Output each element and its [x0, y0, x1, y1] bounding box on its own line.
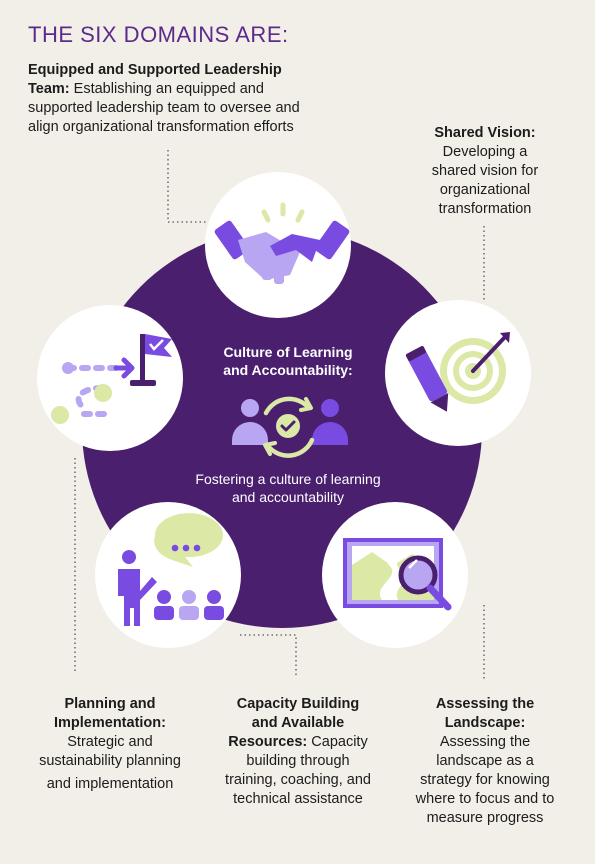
capacity-text: Capacity Building and Available Resource… — [200, 695, 396, 809]
leadership-body-line3: align organizational transformation effo… — [28, 119, 294, 135]
leadership-body-line2: supported leadership team to oversee and — [28, 100, 300, 116]
landscape-heading-line2: Landscape: — [444, 715, 526, 731]
planning-heading-line2: Implementation: — [54, 715, 166, 731]
vision-text: Shared Vision: Developing a shared visio… — [410, 124, 560, 219]
vision-body-line: organizational — [439, 182, 531, 198]
target-pencil-icon — [405, 332, 510, 412]
planning-heading-line1: Planning and — [64, 696, 156, 712]
culture-heading: Culture of Learning and Accountability: — [188, 343, 388, 379]
vision-body-line: shared vision for — [431, 163, 539, 179]
capacity-body-line: training, coaching, and — [225, 772, 371, 788]
path-flag-icon — [51, 334, 172, 424]
leadership-text: Equipped and Supported Leadership Team: … — [28, 61, 358, 137]
capacity-heading-line2: and Available — [251, 715, 345, 731]
planning-body-line: Strategic and — [67, 734, 153, 750]
vision-body-line: transformation — [438, 201, 532, 217]
people-cycle-icon — [232, 396, 348, 458]
capacity-heading-line3: Resources: — [228, 734, 308, 750]
landscape-heading-line1: Assessing the — [435, 696, 535, 712]
presenter-group-icon — [118, 513, 224, 626]
landscape-text: Assessing the Landscape: Assessing the l… — [400, 695, 570, 828]
capacity-body-line-inline: Capacity — [307, 734, 368, 750]
connector-lines — [74, 150, 485, 680]
planning-text: Planning and Implementation: Strategic a… — [20, 695, 200, 794]
culture-heading-line1: Culture of Learning — [223, 344, 353, 360]
planning-node — [37, 305, 183, 451]
landscape-body-line: landscape as a — [436, 753, 534, 769]
vision-body-line: Developing a — [442, 144, 528, 160]
vision-heading: Shared Vision: — [434, 125, 536, 141]
leadership-body-line1: Establishing an equipped and — [69, 81, 264, 97]
landscape-body-line: where to focus and to — [415, 791, 555, 807]
culture-body: Fostering a culture of learning and acco… — [168, 470, 408, 506]
leadership-connector — [167, 150, 207, 223]
culture-body-line1: Fostering a culture of learning — [195, 471, 381, 487]
capacity-connector — [240, 634, 297, 675]
magnifier-map-icon — [343, 538, 452, 611]
page-title: THE SIX DOMAINS ARE: — [28, 22, 289, 47]
landscape-body-line: strategy for knowing — [420, 772, 550, 788]
landscape-body-line: Assessing the — [439, 734, 531, 750]
capacity-body-line: technical assistance — [233, 791, 363, 807]
culture-heading-line2: and Accountability: — [223, 362, 353, 378]
leadership-heading-line2: Team: — [28, 81, 70, 97]
landscape-body-line: measure progress — [426, 810, 544, 826]
capacity-heading-line1: Capacity Building — [236, 696, 360, 712]
handshake-icon — [214, 202, 350, 284]
planning-body-line: and implementation — [46, 776, 174, 792]
culture-body-line2: and accountability — [231, 489, 345, 505]
leadership-heading-line1: Equipped and Supported Leadership — [28, 62, 282, 78]
planning-body-line: sustainability planning — [39, 753, 181, 769]
capacity-body-line: building through — [246, 753, 350, 769]
